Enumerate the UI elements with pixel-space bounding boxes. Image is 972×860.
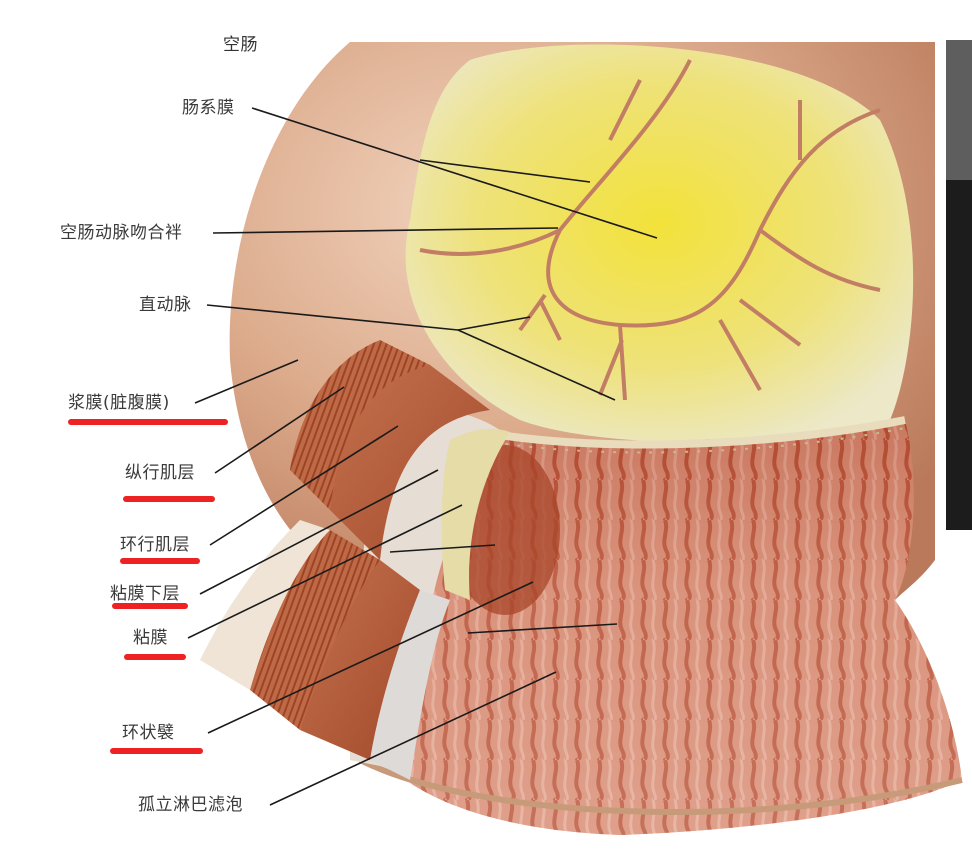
circular-muscle-lower bbox=[300, 560, 420, 760]
mucosa-ring bbox=[441, 428, 510, 600]
highlight-underline-serosa bbox=[68, 419, 228, 425]
arterial-arcades bbox=[419, 59, 881, 401]
label-circular-folds: 环状襞 bbox=[122, 723, 175, 743]
label-lymph-follicles: 孤立淋巴滤泡 bbox=[138, 795, 243, 815]
label-mucosa: 粘膜 bbox=[133, 628, 168, 648]
label-mesentery: 肠系膜 bbox=[182, 98, 235, 118]
highlight-underline-mucosa bbox=[124, 654, 186, 660]
label-circular-muscle: 环行肌层 bbox=[120, 535, 190, 555]
submucosa-lower bbox=[370, 590, 450, 780]
leader-lines bbox=[187, 107, 658, 806]
circular-muscle-upper bbox=[330, 365, 490, 560]
highlight-underline-submucosa bbox=[112, 603, 188, 609]
highlight-underline-circular bbox=[120, 558, 200, 564]
longitudinal-muscle-lower bbox=[250, 530, 380, 730]
highlight-underline-folds bbox=[110, 748, 203, 754]
mesentery-fat bbox=[405, 44, 914, 443]
serosa-cut bbox=[200, 520, 330, 690]
label-vasa-recta: 直动脉 bbox=[139, 295, 192, 315]
highlight-underline-longitudinal bbox=[123, 496, 215, 502]
label-longitudinal-muscle: 纵行肌层 bbox=[125, 463, 195, 483]
label-serosa: 浆膜(脏腹膜) bbox=[68, 393, 170, 413]
label-submucosa: 粘膜下层 bbox=[110, 584, 180, 604]
label-arterial-arcades: 空肠动脉吻合袢 bbox=[60, 223, 183, 243]
diagram-title: 空肠 bbox=[223, 35, 258, 55]
